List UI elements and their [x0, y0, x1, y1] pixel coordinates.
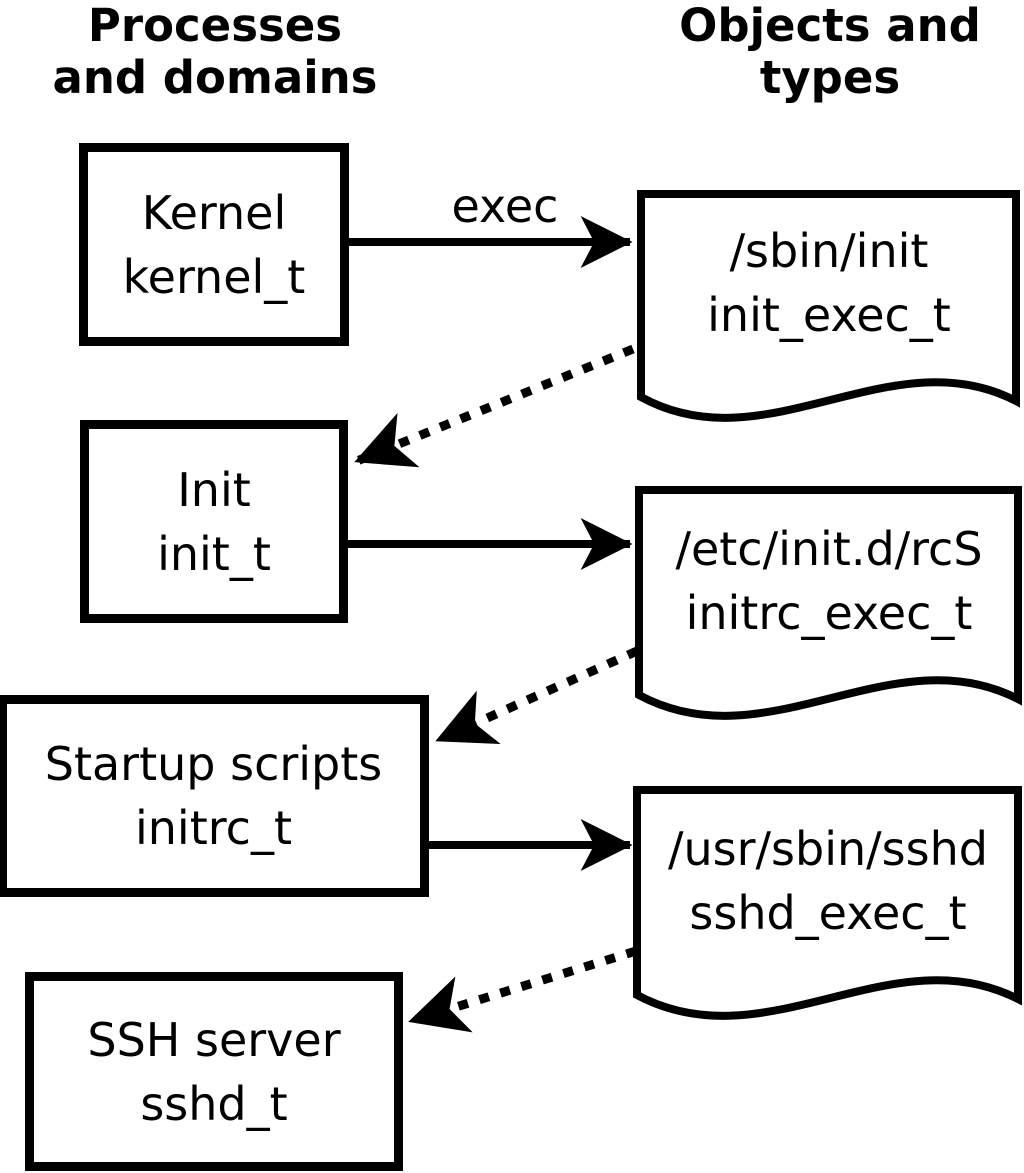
file-path: /etc/init.d/rcS	[675, 522, 983, 576]
transition-arrow-sshdexec-to-sshd	[408, 946, 638, 1033]
object-text-sbin-init: /sbin/init init_exec_t	[645, 192, 1013, 374]
header-line: Processes	[87, 0, 343, 52]
object-text-etc-initd-rcs: /etc/init.d/rcS initrc_exec_t	[643, 490, 1015, 672]
process-box-startup-scripts: Startup scripts initrc_t	[0, 695, 429, 897]
file-type: initrc_exec_t	[685, 586, 973, 640]
process-box-ssh-server: SSH server sshd_t	[25, 972, 403, 1171]
transition-arrow-initexec-to-init	[354, 344, 635, 468]
domain-label: sshd_t	[140, 1076, 288, 1131]
header-line: Objects and	[679, 0, 981, 52]
process-box-init: Init init_t	[80, 420, 348, 623]
domain-label: init_t	[157, 526, 271, 581]
file-type: sshd_exec_t	[689, 886, 967, 940]
file-path: /usr/sbin/sshd	[668, 822, 988, 876]
file-path: /sbin/init	[729, 224, 929, 278]
header-line: and domains	[52, 51, 378, 104]
document-shape-usr-sbin-sshd	[633, 786, 1022, 1020]
column-header-processes: Processes and domains	[0, 0, 430, 104]
header-line: types	[759, 51, 901, 104]
file-type: init_exec_t	[707, 288, 951, 342]
domain-label: kernel_t	[122, 249, 306, 304]
process-label: Init	[177, 462, 251, 517]
process-box-kernel: Kernel kernel_t	[79, 143, 349, 346]
domain-label: initrc_t	[135, 801, 292, 855]
process-label: Startup scripts	[44, 737, 383, 791]
edge-label-exec: exec	[451, 179, 559, 233]
document-shape-sbin-init	[637, 190, 1020, 422]
column-header-objects: Objects and types	[640, 0, 1020, 104]
document-shape-etc-initd-rcs	[635, 486, 1022, 720]
process-label: SSH server	[87, 1012, 341, 1067]
transition-arrow-initrcexec-to-initrc	[435, 646, 639, 745]
process-label: Kernel	[141, 185, 287, 240]
object-text-usr-sbin-sshd: /usr/sbin/sshd sshd_exec_t	[641, 790, 1015, 972]
